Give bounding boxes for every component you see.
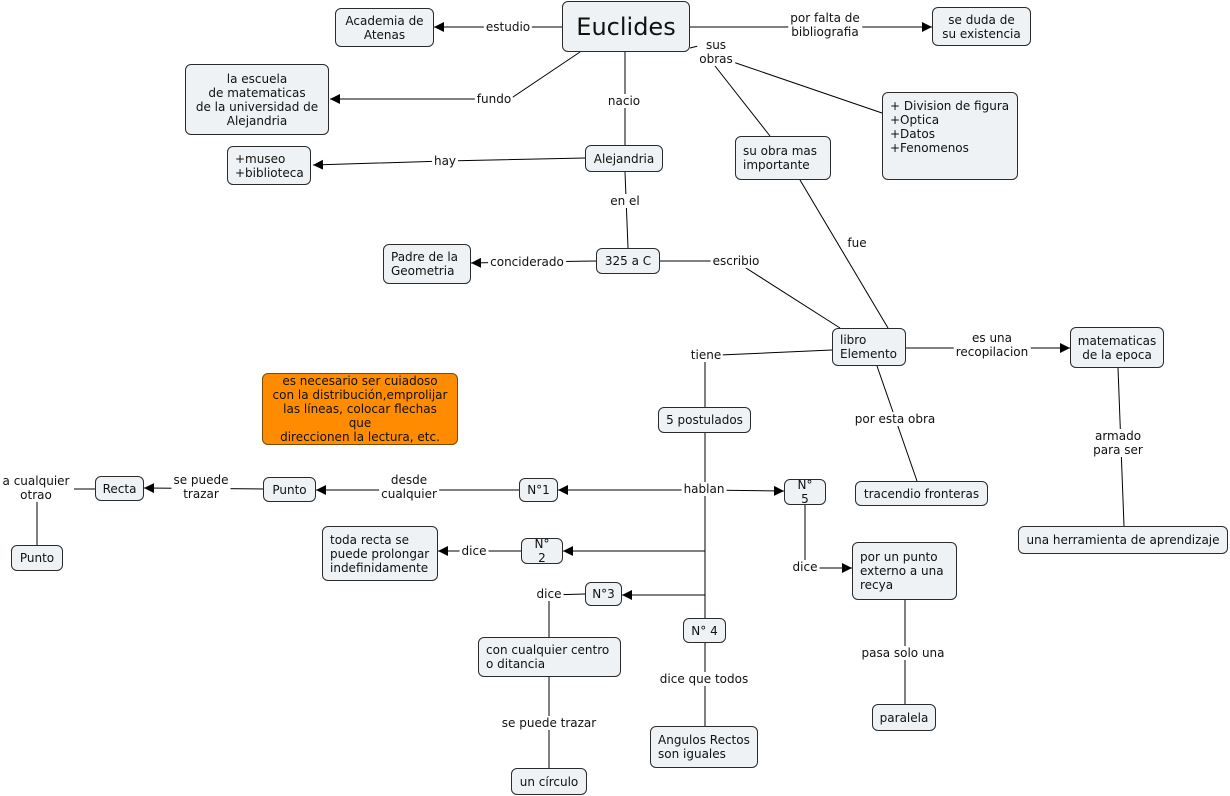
node-euclides[interactable]: Euclides bbox=[562, 1, 690, 52]
node-escuela[interactable]: la escuela de matematicas de la universi… bbox=[185, 64, 329, 135]
label-dice-n2: dice bbox=[459, 544, 489, 558]
node-matematicas[interactable]: matematicas de la epoca bbox=[1070, 327, 1164, 368]
node-n2[interactable]: N° 2 bbox=[521, 537, 563, 565]
node-obras-list[interactable]: + Division de figura +Optica +Datos +Fen… bbox=[882, 92, 1018, 180]
node-existencia[interactable]: se duda de su existencia bbox=[932, 7, 1031, 46]
edge-fue bbox=[799, 179, 889, 329]
node-nota[interactable]: es necesario ser cuiadoso con la distrib… bbox=[262, 373, 458, 445]
node-obra-mas[interactable]: su obra mas importante bbox=[735, 136, 831, 180]
label-fue: fue bbox=[845, 236, 869, 250]
node-angulos[interactable]: Angulos Rectos son iguales bbox=[650, 726, 758, 768]
edge-en-el bbox=[624, 171, 629, 249]
node-toda-recta[interactable]: toda recta se puede prolongar indefinida… bbox=[322, 526, 438, 581]
label-dice-que-todos: dice que todos bbox=[657, 672, 751, 686]
label-hablan: hablan bbox=[681, 482, 727, 496]
edge-fundo bbox=[330, 51, 581, 104]
node-punto-2[interactable]: Punto bbox=[11, 545, 63, 571]
node-herramienta[interactable]: una herramienta de aprendizaje bbox=[1018, 526, 1228, 554]
label-a-cualquier: a cualquier otrao bbox=[0, 474, 72, 502]
node-museo[interactable]: +museo +biblioteca bbox=[227, 146, 311, 185]
label-armado: armado para ser bbox=[1091, 429, 1145, 457]
label-recopilacion: es una recopilacion bbox=[953, 331, 1031, 359]
node-n5[interactable]: N° 5 bbox=[784, 478, 826, 506]
label-nacio: nacio bbox=[605, 94, 643, 108]
node-325-ac[interactable]: 325 a C bbox=[596, 248, 660, 274]
label-desde: desde cualquier bbox=[379, 473, 439, 501]
label-conciderado: conciderado bbox=[488, 255, 566, 269]
node-recta[interactable]: Recta bbox=[95, 476, 144, 501]
node-padre[interactable]: Padre de la Geometria bbox=[383, 244, 471, 284]
edge-escribio bbox=[660, 260, 841, 329]
label-escribio: escribio bbox=[710, 254, 762, 268]
label-por-esta-obra: por esta obra bbox=[852, 412, 938, 426]
label-dice-n3: dice bbox=[534, 587, 564, 601]
edge-dice-n5 bbox=[804, 505, 852, 573]
edge-obra-mas bbox=[714, 65, 771, 137]
node-n3[interactable]: N°3 bbox=[585, 582, 622, 606]
label-hay: hay bbox=[431, 154, 459, 168]
label-tiene: tiene bbox=[688, 348, 724, 362]
label-fundo: fundo bbox=[474, 92, 514, 106]
node-libro[interactable]: libro Elemento bbox=[832, 328, 906, 366]
label-por-falta: por falta de bibliografia bbox=[788, 11, 862, 39]
node-centro[interactable]: con cualquier centro o ditancia bbox=[478, 637, 621, 677]
label-pasa-solo: pasa solo una bbox=[859, 646, 947, 660]
edge-obras-list bbox=[732, 61, 883, 114]
node-alejandria[interactable]: Alejandria bbox=[585, 145, 663, 172]
node-academia[interactable]: Academia de Atenas bbox=[335, 8, 434, 47]
node-n4[interactable]: N° 4 bbox=[683, 618, 726, 643]
node-circulo[interactable]: un círculo bbox=[511, 768, 587, 795]
label-se-puede-trazar: se puede trazar bbox=[171, 473, 231, 501]
node-tracendio[interactable]: tracendio fronteras bbox=[855, 481, 988, 506]
label-dice-n5: dice bbox=[790, 560, 820, 574]
label-sus-obras: sus obras bbox=[697, 38, 735, 66]
label-se-puede-trazar2: se puede trazar bbox=[499, 716, 599, 730]
edge-tiene bbox=[704, 349, 833, 407]
node-5-postulados[interactable]: 5 postulados bbox=[658, 407, 751, 433]
node-punto-1[interactable]: Punto bbox=[263, 477, 316, 502]
node-n1[interactable]: N°1 bbox=[519, 478, 558, 502]
label-en-el: en el bbox=[608, 194, 642, 208]
node-paralela[interactable]: paralela bbox=[872, 704, 936, 731]
label-estudio: estudio bbox=[483, 20, 533, 34]
node-punto-externo[interactable]: por un punto externo a una recya bbox=[852, 542, 957, 600]
